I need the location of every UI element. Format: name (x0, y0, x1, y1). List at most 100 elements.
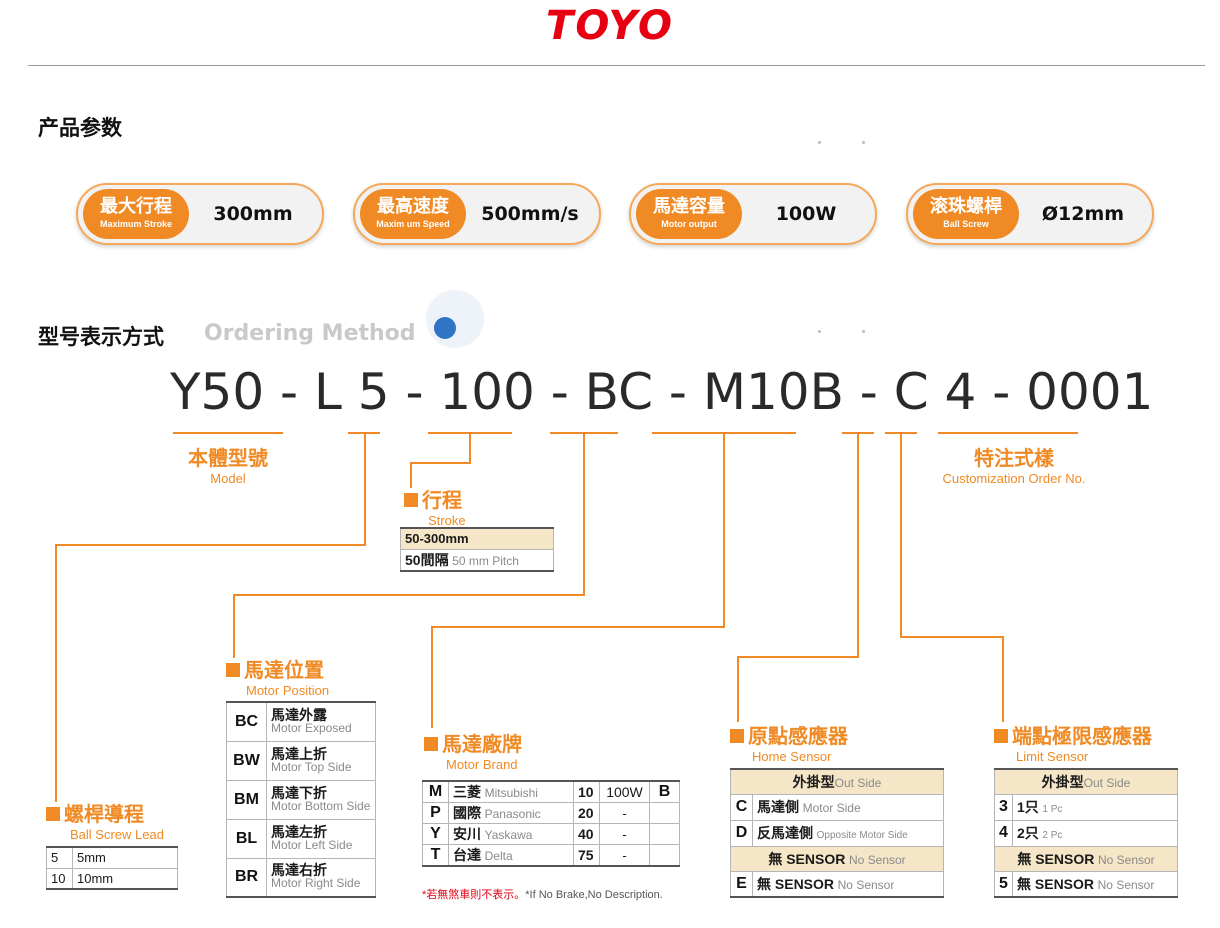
sensor-en: 2 Pc (1042, 830, 1063, 841)
stroke-range: 50-300mm (400, 527, 554, 550)
stroke-head: 行程 Stroke (404, 484, 466, 528)
brake-note-en: *If No Brake,No Description. (525, 889, 663, 901)
pill-value: 300mm (213, 203, 293, 225)
pill-label-zh: 滚珠螺桿 (930, 196, 1002, 216)
pill-label: 最大行程 Maximum Stroke (83, 189, 189, 239)
underline-model (173, 432, 283, 434)
pill-label-en: Maximum Stroke (99, 219, 173, 229)
wattage-code: 40 (573, 823, 600, 845)
header-divider (28, 65, 1205, 66)
lead-head-en: Ball Screw Lead (70, 827, 164, 842)
motor-position-head: 馬達位置 Motor Position (226, 654, 329, 698)
wattage-value: 100W (599, 780, 650, 803)
sensor-zh: 2只 (1017, 825, 1039, 841)
position-code: BC (226, 701, 267, 742)
pill-label-en: Maxim um Speed (376, 219, 450, 229)
connector (1002, 636, 1004, 722)
faint-dot (818, 330, 821, 333)
sensor-code: 4 (994, 819, 1013, 847)
band-en: No Sensor (848, 852, 906, 867)
position-code: BL (226, 818, 267, 859)
faint-dot (818, 141, 821, 144)
faint-dot (862, 141, 865, 144)
lead-code: 10 (46, 867, 73, 890)
param-pill-motor-output: 馬達容量 Motor output 100W (629, 183, 877, 245)
connector (737, 656, 739, 722)
brand-zh: 三菱 (453, 784, 481, 800)
sensor-zh: 馬達側 (757, 799, 799, 815)
connector (431, 626, 433, 728)
position-zh: 馬達下折 (271, 784, 327, 801)
sensor-zh: 無 SENSOR (757, 875, 835, 892)
lead-code: 5 (46, 846, 73, 869)
connector (410, 462, 471, 464)
brake-code (649, 844, 680, 867)
sensor-zh: 1只 (1017, 799, 1039, 815)
custom-order-zh: 特注式樣 (974, 448, 1054, 470)
wattage-value: - (599, 823, 650, 845)
stroke-pitch: 50間隔 50 mm Pitch (400, 548, 554, 571)
sensor-en: 1 Pc (1042, 804, 1063, 815)
position-code: BW (226, 740, 267, 781)
band-zh: 外掛型 (792, 773, 835, 790)
limit-sensor-head-en: Limit Sensor (1016, 749, 1089, 764)
band-zh: 無 SENSOR (768, 850, 846, 867)
sensor-zh: 無 SENSOR (1017, 875, 1095, 892)
underline-home-sensor (842, 432, 874, 434)
underline-motor-brand (652, 432, 796, 434)
connector (737, 656, 859, 658)
pill-value: Ø12mm (1041, 203, 1125, 225)
pill-label: 馬達容量 Motor output (636, 189, 742, 239)
brand-zh: 國際 (453, 805, 481, 821)
connector (55, 544, 366, 546)
home-sensor-head: 原點感應器 Home Sensor (730, 720, 848, 764)
underline-limit-sensor (885, 432, 917, 434)
position-en: Motor Left Side (271, 837, 353, 852)
model-label-zh: 本體型號 (188, 448, 268, 470)
brand-code: M (422, 780, 449, 803)
ordering-subtitle: Ordering Method (204, 321, 416, 346)
brand-en: Mitsubishi (484, 786, 538, 800)
wattage-code: 75 (573, 844, 600, 867)
param-pill-ball-screw: 滚珠螺桿 Ball Screw Ø12mm (906, 183, 1154, 245)
table-row: 外掛型Out Side (730, 768, 944, 795)
band-zh: 外掛型 (1041, 773, 1084, 790)
connector (431, 626, 725, 628)
stroke-table: 50-300mm 50間隔 50 mm Pitch (400, 527, 554, 572)
table-row: 外掛型Out Side (994, 768, 1178, 795)
square-marker-icon (730, 729, 744, 743)
sensor-code: C (730, 793, 753, 821)
position-zh: 馬達左折 (271, 823, 327, 840)
limit-sensor-head-zh: 端點極限感應器 (1012, 726, 1152, 748)
pill-label-en: Motor output (661, 219, 717, 229)
brake-note: *若無煞車則不表示。*If No Brake,No Description. (422, 886, 663, 902)
toyo-logo: TOYO (546, 3, 674, 49)
connector (410, 462, 412, 488)
sensor-en: Motor Side (802, 801, 861, 815)
sensor-en: Opposite Motor Side (816, 830, 908, 841)
band-en: Out Side (834, 775, 882, 790)
connector (233, 594, 235, 658)
wattage-code: 10 (573, 780, 600, 803)
lead-head-zh: 螺桿導程 (64, 804, 144, 826)
sensor-code: E (730, 870, 753, 898)
position-code: BR (226, 857, 267, 898)
square-marker-icon (994, 729, 1008, 743)
brand-en: Delta (484, 849, 513, 863)
pill-label-zh: 最高速度 (377, 196, 449, 216)
connector (364, 434, 366, 546)
connector (900, 434, 902, 638)
table-row: 無 SENSOR No Sensor (730, 845, 944, 872)
connector (900, 636, 1004, 638)
motor-position-head-zh: 馬達位置 (244, 660, 324, 682)
sensor-code: 3 (994, 793, 1013, 821)
